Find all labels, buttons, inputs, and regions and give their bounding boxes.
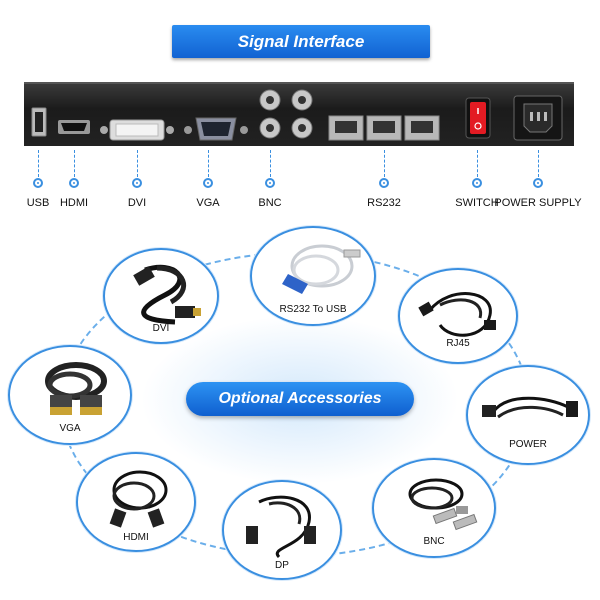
rear-panel: [24, 82, 574, 146]
hdmi-cable-icon: [109, 470, 168, 528]
accessory-rs232-to-usb: RS232 To USB: [250, 226, 376, 326]
accessory-label-dp: DP: [275, 560, 289, 571]
leader-line: [137, 150, 138, 177]
optional-accessories-title: Optional Accessories: [218, 390, 382, 407]
accessory-label-rj45: RJ45: [446, 338, 470, 349]
leader-line: [384, 150, 385, 177]
port-dot: [533, 178, 543, 188]
accessory-label-power: POWER: [509, 439, 547, 450]
port-label-switch: SWITCH: [455, 197, 499, 209]
dvi-cable-icon: [133, 264, 201, 325]
signal-interface-banner: Signal Interface: [172, 25, 430, 58]
accessory-bnc: BNC: [372, 458, 496, 558]
port-label-hdmi: HDMI: [59, 197, 89, 209]
accessory-vga: VGA: [8, 345, 132, 445]
accessory-label-rs232-to-usb: RS232 To USB: [279, 304, 347, 315]
leader-line: [270, 150, 271, 177]
accessory-label-bnc: BNC: [423, 536, 445, 547]
port-dot: [203, 178, 213, 188]
port-label-rs232: RS232: [367, 197, 401, 209]
switch-icon: [465, 97, 491, 139]
port-label-power-supply: POWER SUPPLY: [494, 197, 582, 209]
rs232-usb-cable-icon: [282, 244, 361, 294]
port-dot: [265, 178, 275, 188]
port-dot: [33, 178, 43, 188]
accessory-dp: DP: [222, 480, 342, 580]
accessory-label-vga: VGA: [59, 423, 81, 434]
optional-accessories-pill: Optional Accessories: [186, 382, 414, 416]
vga-cable-icon: [45, 362, 107, 415]
accessory-hdmi: HDMI: [76, 452, 196, 552]
port-dot: [69, 178, 79, 188]
port-label-dvi: DVI: [127, 197, 147, 209]
rs232-port-icons: [328, 115, 440, 141]
leader-line: [477, 150, 478, 177]
rear-panel-ports: [31, 89, 563, 141]
leader-line: [538, 150, 539, 177]
power-cable-icon: [482, 396, 578, 419]
port-dot: [132, 178, 142, 188]
port-dot: [472, 178, 482, 188]
accessory-rj45: RJ45: [398, 268, 518, 364]
bnc-port-icons: [259, 89, 313, 139]
accessory-label-dvi: DVI: [152, 323, 170, 334]
leader-line: [38, 150, 39, 177]
signal-interface-title: Signal Interface: [237, 31, 365, 51]
accessory-dvi: DVI: [103, 248, 219, 344]
hdmi-port-icon: [58, 120, 90, 134]
accessory-label-hdmi: HDMI: [123, 532, 149, 543]
accessory-power: POWER: [466, 365, 590, 465]
vga-port-icon: [184, 117, 248, 141]
power-supply-icon: [513, 95, 563, 141]
dvi-port-icon: [100, 119, 174, 141]
port-label-bnc: BNC: [258, 197, 282, 209]
port-dot: [379, 178, 389, 188]
leader-line: [208, 150, 209, 177]
rj45-cable-icon: [418, 292, 496, 337]
dp-cable-icon: [246, 495, 316, 559]
port-label-usb: USB: [26, 197, 50, 209]
usb-port-icon: [31, 107, 47, 137]
port-label-vga: VGA: [196, 197, 220, 209]
leader-line: [74, 150, 75, 177]
bnc-cable-icon: [408, 478, 478, 531]
